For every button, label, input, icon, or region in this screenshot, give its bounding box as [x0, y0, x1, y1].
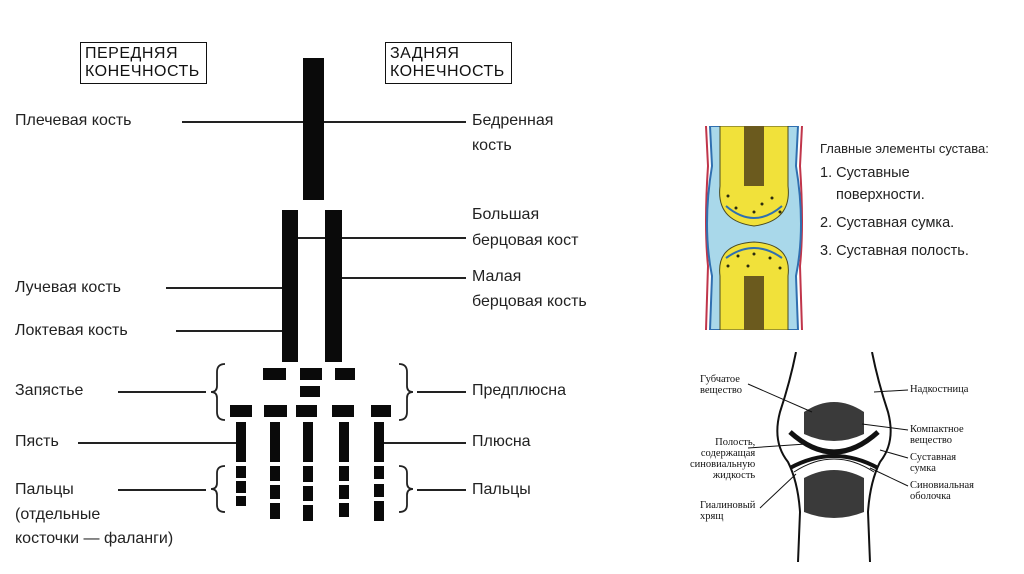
- hind-limb-header: ЗАДНЯЯ КОНЕЧНОСТЬ: [385, 42, 512, 84]
- leader-radius: [166, 287, 282, 289]
- leader-metacarpus: [78, 442, 236, 444]
- phalanx-5b: [374, 484, 384, 497]
- label-humerus: Плечевая кость: [15, 112, 132, 129]
- phalanx-5c: [374, 501, 384, 521]
- phalanx-2c: [270, 503, 280, 519]
- phalanx-1c: [236, 496, 246, 506]
- carpal-row2-1: [300, 386, 320, 397]
- front-limb-header: ПЕРЕДНЯЯ КОНЕЧНОСТЬ: [80, 42, 207, 84]
- list-item: 3. Суставная полость.: [820, 243, 969, 259]
- leader-fingers-left: [118, 489, 206, 491]
- leader-fibula: [342, 277, 466, 279]
- metacarpal-1: [236, 422, 246, 462]
- label-fingers-note-1: (отдельные: [15, 506, 101, 523]
- brace-right-wrist: [398, 363, 414, 421]
- carpal-row3-2: [264, 405, 287, 417]
- metacarpal-4: [339, 422, 349, 462]
- phalanx-2b: [270, 485, 280, 499]
- label-metatarsus: Плюсна: [472, 433, 531, 450]
- lower-bone-connector: [298, 237, 325, 239]
- phalanx-1b: [236, 481, 246, 493]
- metacarpal-5: [374, 422, 384, 462]
- label-metacarpus: Пясть: [15, 433, 59, 450]
- list-item: 2. Суставная сумка.: [820, 215, 955, 231]
- label-fingers-note-2: косточки — фаланги): [15, 530, 174, 547]
- carpal-row1-1: [263, 368, 286, 380]
- phalanx-1a: [236, 466, 246, 478]
- label-radius: Лучевая кость: [15, 279, 121, 296]
- joint-panel-title: Главные элементы сустава:: [820, 141, 989, 156]
- joint-schematic: [776, 352, 892, 562]
- metacarpal-2: [270, 422, 280, 462]
- label-femur-1: Бедренная: [472, 112, 554, 129]
- label-fibula-1: Малая: [472, 268, 522, 285]
- label-wrist: Запястье: [15, 382, 84, 399]
- joint-illustration: [705, 126, 803, 330]
- brace-left-wrist: [210, 363, 226, 421]
- carpal-row1-2: [300, 368, 322, 380]
- carpal-row3-4: [332, 405, 354, 417]
- carpal-row3-5: [371, 405, 391, 417]
- brace-left-fingers: [210, 465, 226, 513]
- label-tibia-1: Большая: [472, 206, 540, 223]
- metacarpal-3: [303, 422, 313, 462]
- phalanx-3c: [303, 505, 313, 521]
- joint-elements-list: 1. Суставные поверхности. 2. Суставная с…: [820, 162, 969, 268]
- phalanx-4c: [339, 503, 349, 517]
- phalanx-2a: [270, 466, 280, 481]
- upper-bone: [303, 58, 324, 200]
- label-fibula-2: берцовая кость: [472, 293, 587, 310]
- leader-wrist-left: [118, 391, 206, 393]
- leader-metatarsus: [384, 442, 466, 444]
- phalanx-4a: [339, 466, 349, 481]
- label-ulna: Локтевая кость: [15, 322, 128, 339]
- phalanx-3b: [303, 486, 313, 501]
- label-tarsus: Предплюсна: [472, 382, 567, 399]
- leader-ulna: [176, 330, 282, 332]
- leader-humerus: [182, 121, 303, 123]
- label-toes: Пальцы: [472, 481, 531, 498]
- leader-femur: [324, 121, 466, 123]
- label-fingers: Пальцы: [15, 481, 74, 498]
- leader-fingers-right: [417, 489, 466, 491]
- leader-wrist-right: [417, 391, 466, 393]
- label-tibia-2: берцовая кост: [472, 232, 579, 249]
- leader-tibia: [342, 237, 466, 239]
- lower-bone-right: [325, 210, 342, 362]
- phalanx-3a: [303, 466, 313, 482]
- label-periosteum: Надкостница: [910, 384, 969, 395]
- list-item-continuation: поверхности.: [836, 187, 925, 203]
- list-item: 1. Суставные: [820, 165, 910, 181]
- carpal-row1-3: [335, 368, 355, 380]
- phalanx-5a: [374, 466, 384, 479]
- carpal-row3-3: [296, 405, 317, 417]
- lower-bone-left: [282, 210, 298, 362]
- phalanx-4b: [339, 485, 349, 499]
- carpal-row3-1: [230, 405, 252, 417]
- label-femur-2: кость: [472, 137, 512, 154]
- brace-right-fingers: [398, 465, 414, 513]
